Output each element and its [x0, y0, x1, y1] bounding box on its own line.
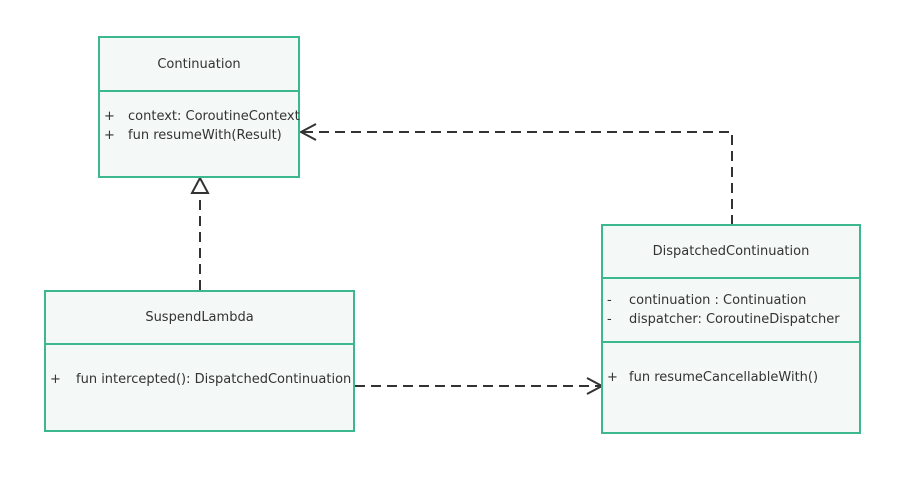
class-attributes: - continuation : Continuation - dispatch…: [603, 279, 859, 343]
class-members: + context: CoroutineContext + fun resume…: [100, 92, 300, 176]
attribute-text: continuation : Continuation: [629, 293, 807, 308]
member-row: + fun intercepted(): DispatchedContinuat…: [46, 371, 353, 389]
attribute-visibility: -: [607, 312, 612, 327]
dependency-edge-dispatched-continuation: [302, 131, 733, 225]
class-name: Continuation: [157, 56, 241, 72]
member-row: + context: CoroutineContext: [100, 108, 300, 126]
member-visibility: +: [50, 372, 61, 387]
class-name-header: SuspendLambda: [46, 292, 353, 345]
class-operations: + fun resumeCancellableWith(): [603, 343, 859, 432]
member-visibility: +: [104, 128, 115, 143]
dependency-arrowhead-continuation: [298, 123, 317, 141]
realization-arrowhead: [190, 175, 210, 194]
class-suspendlambda[interactable]: SuspendLambda + fun intercepted(): Dispa…: [44, 290, 355, 432]
attribute-visibility: -: [607, 293, 612, 308]
attribute-text: dispatcher: CoroutineDispatcher: [629, 312, 840, 327]
operation-text: fun resumeCancellableWith(): [629, 370, 819, 385]
operation-row: + fun resumeCancellableWith(): [603, 369, 859, 387]
attribute-row: - dispatcher: CoroutineDispatcher: [603, 311, 859, 329]
class-continuation[interactable]: Continuation + context: CoroutineContext…: [98, 36, 300, 178]
member-text: context: CoroutineContext: [128, 109, 300, 124]
class-members: + fun intercepted(): DispatchedContinuat…: [46, 345, 353, 430]
class-name: DispatchedContinuation: [652, 244, 810, 259]
attribute-row: - continuation : Continuation: [603, 292, 859, 310]
class-name-header: DispatchedContinuation: [603, 226, 859, 279]
class-name: SuspendLambda: [145, 310, 254, 325]
member-text: fun intercepted(): DispatchedContinuatio…: [76, 372, 352, 387]
operation-visibility: +: [607, 370, 618, 385]
member-visibility: +: [104, 109, 115, 124]
class-dispatchedcontinuation[interactable]: DispatchedContinuation - continuation : …: [601, 224, 861, 434]
member-text: fun resumeWith(Result): [128, 128, 282, 143]
class-name-header: Continuation: [100, 38, 298, 92]
member-row: + fun resumeWith(Result): [100, 127, 298, 145]
